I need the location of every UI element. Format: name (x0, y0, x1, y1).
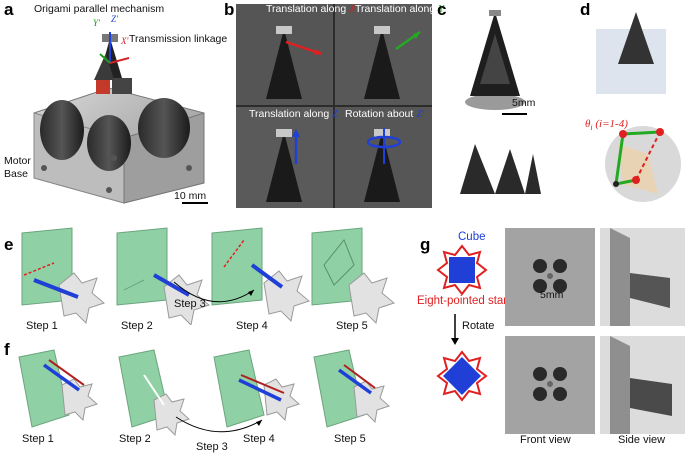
scale-bar-a: 10 mm (174, 190, 207, 202)
caption-rotation-z: Rotation about Z' (345, 108, 425, 120)
annotation-base: Base (4, 168, 28, 180)
label-rotate: Rotate (462, 320, 495, 332)
f-step-1: Step 1 (22, 433, 54, 445)
annotation-motor: Motor (4, 155, 31, 167)
e-step-3: Step 3 (174, 298, 206, 310)
f-step-2: Step 2 (119, 433, 151, 445)
label-star: Eight-pointed star (417, 295, 508, 307)
annotation-transmission: Transmission linkage (129, 33, 228, 45)
rotate-arrow-icon (451, 314, 459, 345)
f-step-4: Step 4 (243, 433, 275, 445)
photo-front-view-1 (505, 228, 595, 326)
label-front-view: Front view (520, 434, 571, 446)
photo-motion-grid (236, 4, 432, 208)
caption-translation-x: Translation along X (266, 3, 356, 15)
panel-label-c: c (437, 0, 447, 19)
e-step-4: Step 4 (236, 320, 268, 332)
axis-label-y: Y' (93, 18, 100, 28)
photo-side-view-1 (600, 228, 685, 326)
e-step-5: Step 5 (336, 320, 368, 332)
f-step-3: Step 3 (196, 441, 228, 453)
sequence-f (18, 349, 390, 437)
diagram-linkage-angle (588, 4, 685, 208)
f-step-5: Step 5 (334, 433, 366, 445)
scale-bar-g: 5mm (540, 289, 564, 301)
shape-rotated-cube (436, 350, 488, 402)
theta-label: θi (i=1-4) (585, 118, 628, 133)
e-step-2: Step 2 (121, 320, 153, 332)
axis-label-x: X' (121, 36, 129, 46)
axis-label-z: Z' (111, 14, 118, 24)
label-cube: Cube (458, 231, 486, 243)
photo-front-view-2 (505, 336, 595, 434)
panel-label-a: a (4, 0, 14, 19)
label-side-view: Side view (618, 434, 666, 446)
shape-cube-in-star (436, 244, 488, 296)
photo-side-view-2 (600, 336, 685, 434)
photo-mechanism-assembly (14, 18, 219, 208)
panel-label-d: d (580, 0, 591, 19)
panel-label-b: b (224, 0, 235, 19)
panel-label-e: e (4, 235, 14, 254)
e-step-1: Step 1 (26, 320, 58, 332)
annotation-origami: Origami parallel mechanism (34, 3, 165, 15)
panel-label-g: g (420, 235, 431, 254)
scale-bar-c: 5mm (512, 97, 536, 109)
caption-translation-z: Translation along Z (249, 108, 338, 120)
sequence-e (21, 227, 396, 325)
photo-origami-module (445, 4, 545, 204)
caption-translation-y: Translation along Y (355, 3, 444, 15)
panel-label-f: f (4, 340, 10, 359)
